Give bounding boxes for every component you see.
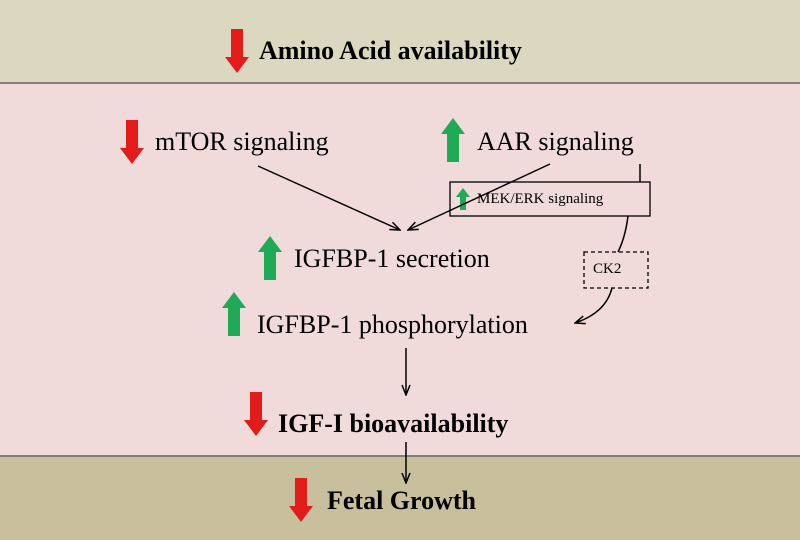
band-bottom <box>0 455 800 540</box>
direction-arrow-aar <box>441 118 465 162</box>
up-arrow-icon <box>456 188 470 210</box>
edge-mek-to-ck2 <box>617 215 629 253</box>
direction-arrow-amino <box>225 29 249 73</box>
up-arrow-icon <box>258 236 282 280</box>
down-arrow-icon <box>120 120 144 164</box>
direction-arrow-mtor <box>120 120 144 164</box>
edge-aar-to-secretion <box>408 163 551 230</box>
direction-arrow-secretion <box>258 236 282 280</box>
node-aar-signaling: AAR signaling <box>477 127 634 156</box>
direction-arrow-fetal <box>289 478 313 522</box>
up-arrow-icon <box>441 118 465 162</box>
up-arrow-icon <box>222 292 246 336</box>
mek-erk-box <box>449 181 651 217</box>
node-igfbp1-phosphorylation: IGFBP-1 phosphorylation <box>257 310 528 339</box>
band-top <box>0 0 800 84</box>
node-mek-erk-signaling: MEK/ERK signaling <box>477 191 604 207</box>
node-igf1-bioavailability: IGF-I bioavailability <box>278 409 509 438</box>
node-ck2: CK2 <box>593 261 622 277</box>
down-arrow-icon <box>244 392 268 436</box>
direction-arrow-phosphorylation <box>222 292 246 336</box>
down-arrow-icon <box>225 29 249 73</box>
edge-ck2-to-phosphorylation <box>575 287 613 323</box>
node-igfbp1-secretion: IGFBP-1 secretion <box>294 244 490 273</box>
ck2-box <box>583 251 649 289</box>
edge-mtor-to-secretion <box>257 165 400 230</box>
node-mtor-signaling: mTOR signaling <box>155 127 329 156</box>
node-amino-acid-availability: Amino Acid availability <box>259 36 522 65</box>
down-arrow-icon <box>289 478 313 522</box>
node-fetal-growth: Fetal Growth <box>327 486 476 515</box>
direction-arrow-mek <box>456 188 470 210</box>
direction-arrow-igf <box>244 392 268 436</box>
